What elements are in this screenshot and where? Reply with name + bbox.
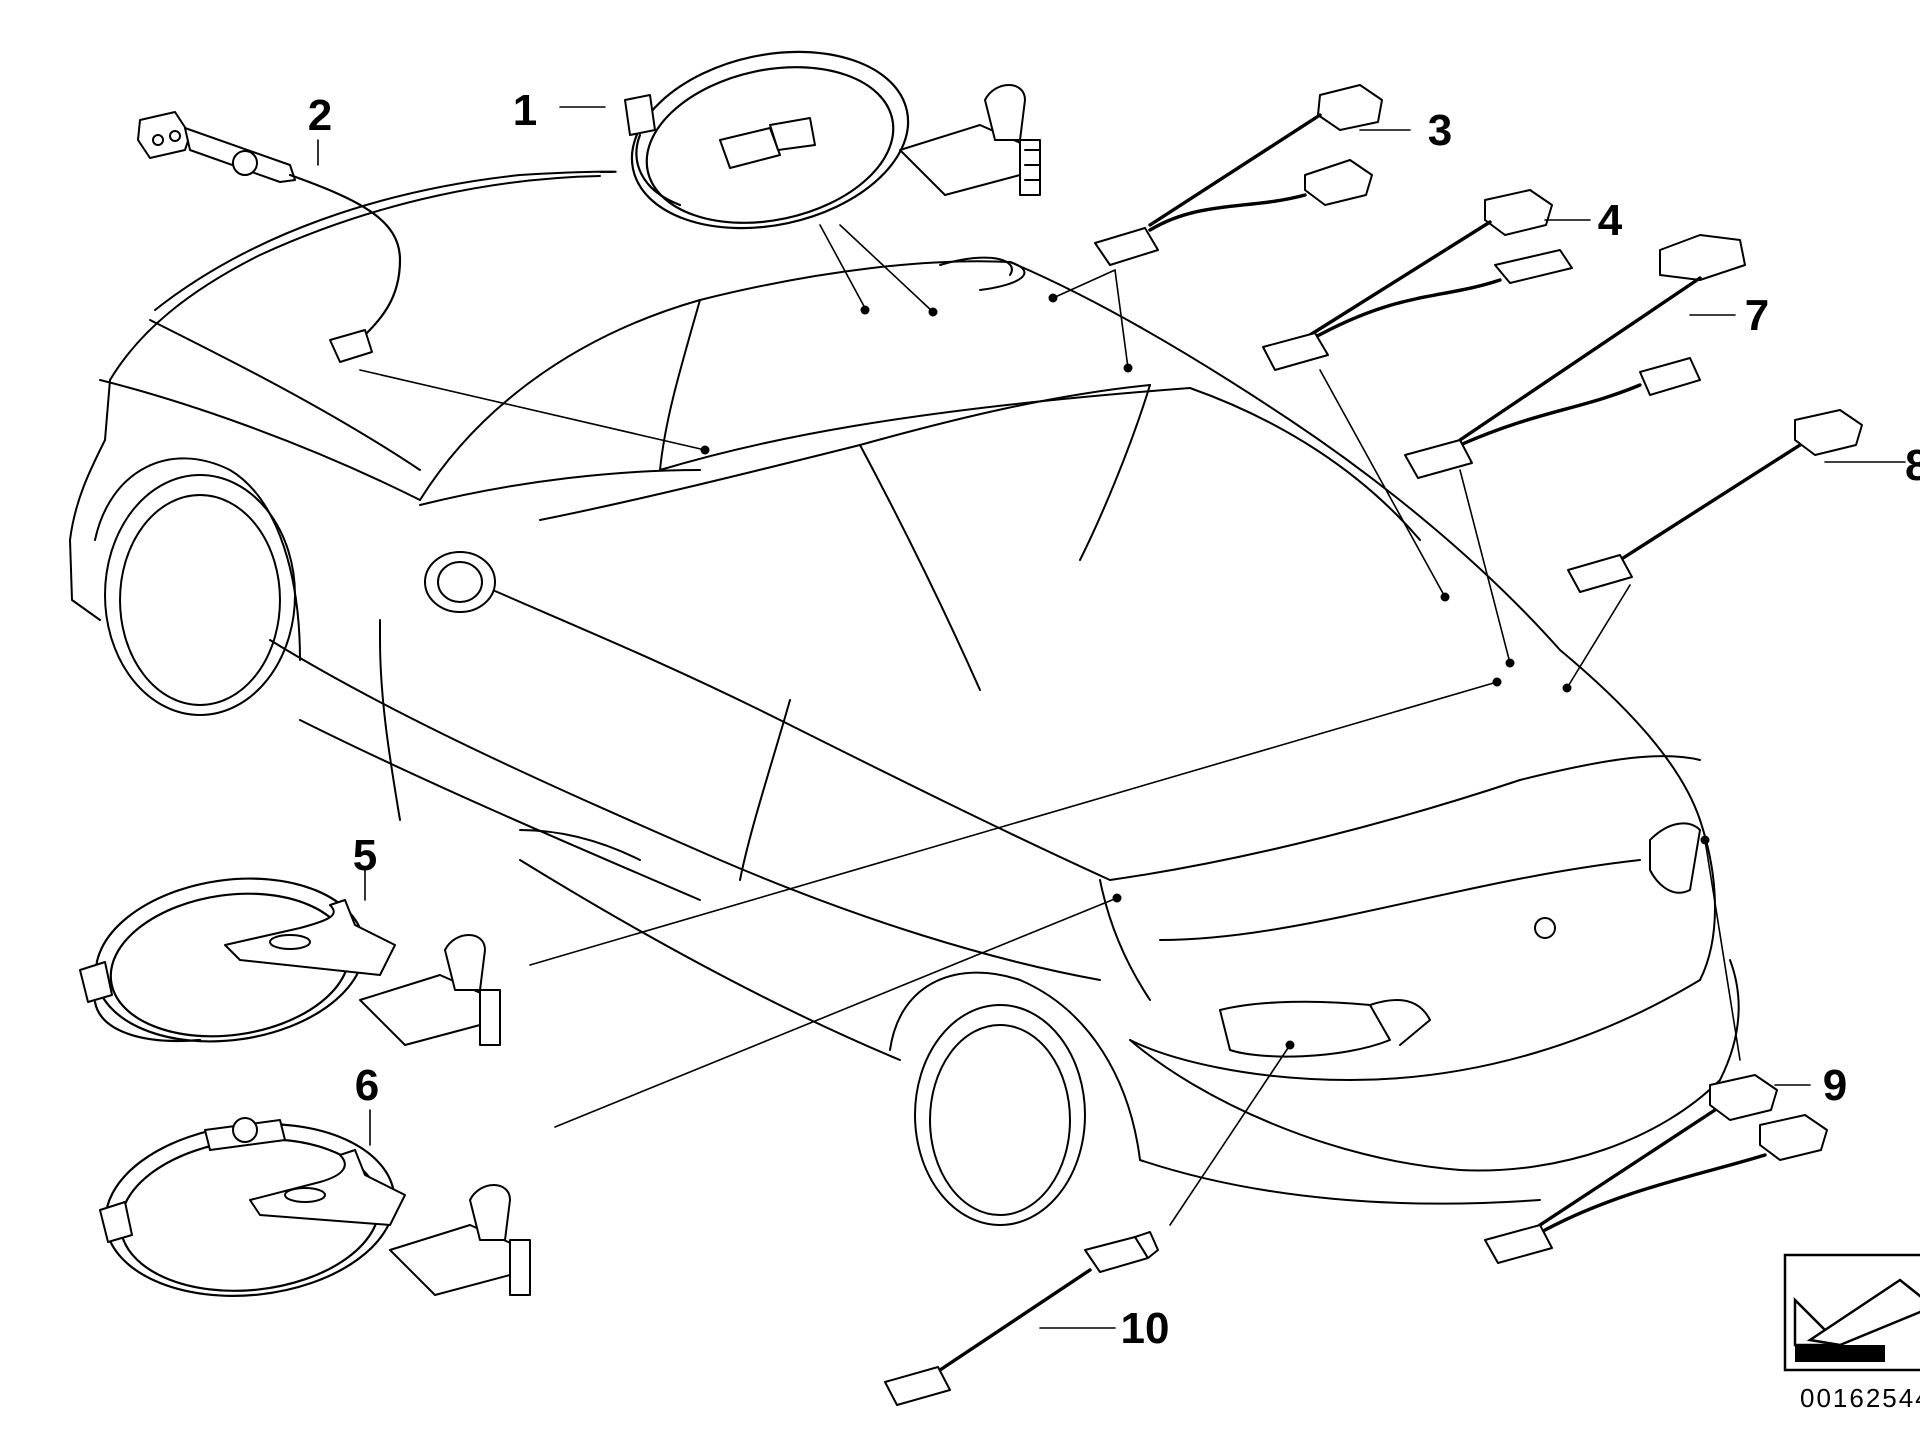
callout-labels: 1 2 3 4 5 6 7 8 9 10: [308, 86, 1920, 1353]
document-number: 00162544: [1800, 1383, 1920, 1413]
callout-4: 4: [1598, 196, 1623, 245]
car-outline: [69, 170, 1740, 1226]
part-5-antenna-coil: [79, 869, 501, 1046]
part-1-antenna-coil: [559, 50, 1041, 230]
leader-lines: [359, 224, 1741, 1226]
callout-5: 5: [353, 831, 377, 880]
part-2-sensor-cable: [137, 111, 402, 363]
callout-3: 3: [1428, 106, 1452, 155]
callout-9: 9: [1823, 1061, 1847, 1110]
part-6-antenna-coil: [99, 1109, 531, 1297]
callout-10: 10: [1121, 1304, 1170, 1353]
part-4-wiring-harness: [1262, 189, 1591, 371]
callout-7: 7: [1745, 291, 1769, 340]
callout-8: 8: [1905, 441, 1920, 490]
callout-2: 2: [308, 91, 332, 140]
part-3-wiring-harness: [1094, 84, 1411, 266]
part-7-wiring-harness: [1404, 234, 1746, 479]
part-8-wiring-harness: [1567, 409, 1906, 593]
part-9-wiring-harness: [1484, 1074, 1828, 1264]
orientation-arrow-icon: [1783, 1253, 1920, 1372]
callout-1: 1: [513, 86, 537, 135]
callout-6: 6: [355, 1061, 379, 1110]
part-10-wiring-harness: [884, 1231, 1159, 1406]
